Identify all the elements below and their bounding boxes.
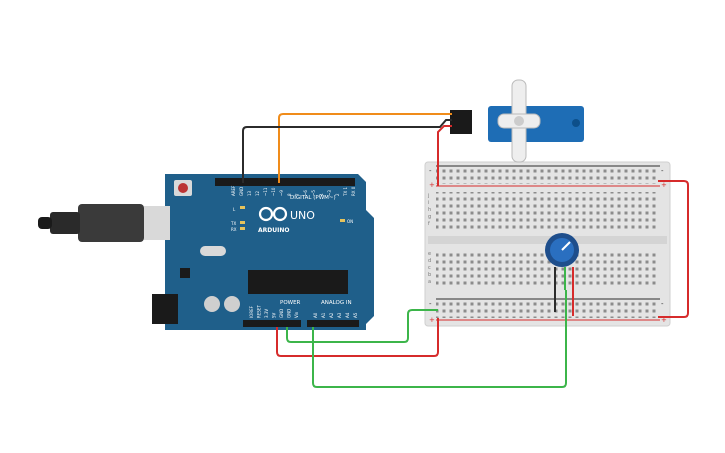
power-pin-label: Vin: [294, 311, 299, 318]
capacitor-1: [204, 296, 220, 312]
digital-pin-label: ~5: [311, 190, 316, 196]
wire-servo-power-red[interactable]: [437, 125, 452, 186]
rail-minus-label: -: [429, 167, 432, 175]
power-label: POWER: [280, 300, 301, 306]
digital-pin-label: 13: [247, 190, 252, 196]
led-on-label: ON: [347, 219, 353, 224]
wire-gnd-green[interactable]: [286, 309, 438, 343]
breadboard-bottom-row-label: e: [428, 251, 431, 257]
servo-motor[interactable]: [450, 79, 584, 163]
power-pin-label: GND: [287, 309, 292, 318]
breadboard-top-row-label: j: [427, 193, 429, 199]
power-pin-label: IOREF: [249, 305, 254, 318]
led-on-icon: [340, 219, 345, 222]
digital-pin-label: 12: [255, 190, 260, 196]
servo-mount-hole: [572, 119, 580, 127]
led-tx-label: TX: [230, 221, 236, 226]
analog-header: [307, 320, 359, 327]
capacitor-2: [224, 296, 240, 312]
center-channel: [428, 236, 667, 244]
led-rx-label: RX: [231, 227, 237, 232]
wire-analog-green[interactable]: [312, 290, 567, 388]
power-pin-label: 3.3V: [264, 309, 269, 318]
digital-pin-label: GND: [239, 187, 244, 196]
breadboard-top-row-label: h: [428, 207, 431, 213]
digital-pin-label: 4: [319, 193, 324, 196]
power-jack[interactable]: [152, 294, 178, 324]
top-power-rail: [436, 168, 658, 184]
rail-plus-label: +: [429, 181, 435, 189]
led-tx-icon: [240, 221, 245, 224]
analog-pin-label: A3: [337, 312, 342, 318]
bottom-power-rail: [436, 302, 658, 318]
power-pin-label: RESET: [257, 305, 262, 318]
usb-plug-icon[interactable]: [38, 204, 170, 242]
rail-plus-label-bottom: +: [429, 316, 435, 324]
upper-terminal-block: [436, 192, 658, 229]
breadboard-top-row-label: f: [428, 221, 430, 227]
brand-label: UNO: [290, 209, 315, 222]
led-rx-icon: [240, 227, 245, 230]
led-l-icon: [240, 206, 245, 209]
digital-pin-label: TX 1: [343, 187, 348, 197]
power-header: [243, 320, 301, 327]
digital-pin-label: 2: [335, 193, 340, 196]
maker-label: ARDUINO: [258, 227, 289, 234]
wire-rail-bridge-red[interactable]: [658, 180, 689, 318]
analog-pin-label: A5: [353, 312, 358, 318]
breadboard-bottom-row-label: c: [428, 265, 431, 271]
power-pin-label: 5V: [272, 312, 277, 318]
rail-minus-label-bottom: -: [429, 300, 432, 308]
analog-pin-label: A4: [345, 312, 350, 318]
crystal-oscillator: [200, 246, 226, 256]
breadboard-top-row-label: g: [428, 214, 431, 220]
arduino-logo-icon: [258, 206, 288, 222]
potentiometer-knob-indicator: [561, 241, 571, 251]
digital-pin-label: ~11: [263, 187, 268, 196]
analog-pin-label: A0: [313, 312, 318, 318]
digital-pin-label: ~3: [327, 190, 332, 196]
arduino-uno-board[interactable]: DIGITAL (PWM~) UNO ARDUINO L TX RX ON PO…: [152, 174, 374, 330]
digital-pin-label: ~9: [279, 190, 284, 196]
led-l-label: L: [233, 207, 236, 212]
digital-pin-label: RX 0: [351, 186, 356, 196]
breadboard-bottom-row-label: a: [428, 279, 431, 285]
analog-pin-label: A1: [321, 312, 326, 318]
rail-minus-label-right: -: [661, 167, 664, 175]
servo-connector: [450, 110, 472, 134]
voltage-regulator: [180, 268, 190, 278]
digital-pin-label: ~10: [271, 187, 276, 196]
servo-shaft: [514, 116, 524, 126]
wire-5v-red[interactable]: [276, 318, 439, 357]
power-pin-label: GND: [279, 309, 284, 318]
wire-signal-orange[interactable]: [278, 113, 452, 183]
reset-button-cap[interactable]: [178, 183, 188, 193]
breadboard-bottom-row-label: b: [428, 272, 431, 278]
rail-plus-label-bottom-right: +: [661, 316, 667, 324]
digital-pin-label: 7: [295, 193, 300, 196]
breadboard-bottom-row-label: d: [428, 258, 431, 264]
digital-pin-label: ~6: [303, 190, 308, 196]
digital-label: DIGITAL (PWM~): [290, 195, 336, 201]
analog-label: ANALOG IN: [321, 300, 352, 306]
digital-pin-label: AREF: [231, 185, 236, 196]
potentiometer[interactable]: [545, 233, 579, 316]
rail-plus-label-right: +: [661, 181, 667, 189]
digital-pin-label: 8: [287, 193, 292, 196]
breadboard-top-row-label: i: [428, 200, 429, 206]
microcontroller-chip: [248, 270, 348, 294]
rail-minus-label-bottom-right: -: [661, 300, 664, 308]
wire-ground-black[interactable]: [242, 119, 452, 183]
analog-pin-label: A2: [329, 312, 334, 318]
digital-header: [215, 178, 355, 186]
